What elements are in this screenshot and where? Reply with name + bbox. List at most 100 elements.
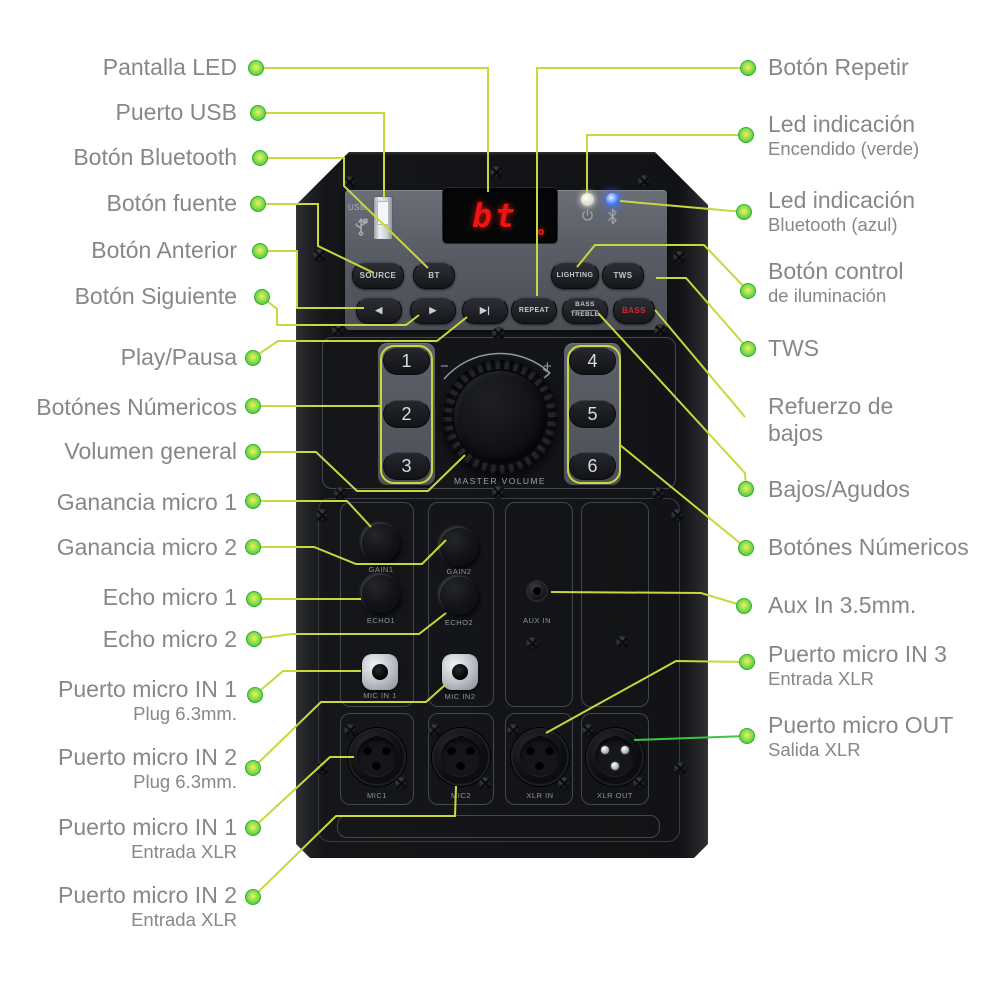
bass-treble-bottom-label: TREBLE <box>570 311 600 318</box>
xlr-pin-hole <box>545 746 554 755</box>
callout-dot <box>736 598 752 614</box>
xlr-pin-hole <box>382 746 391 755</box>
xlr-pin-hole <box>526 746 535 755</box>
xlr-in-socket <box>520 736 560 777</box>
callout-play-pausa: Play/Pausa <box>121 344 237 371</box>
callout-subtext: de iluminación <box>768 284 887 306</box>
callout-dot <box>247 687 263 703</box>
bt-button: BT <box>413 262 455 289</box>
mic-in-1-jack <box>362 654 398 690</box>
screw <box>316 762 329 775</box>
callout-subtext: Entrada XLR <box>131 840 237 862</box>
mic1-xlr-socket <box>357 736 397 777</box>
callout-dot <box>246 591 262 607</box>
xlr-out-socket <box>595 736 635 777</box>
mic-in-2-label: MIC IN2 <box>444 692 476 701</box>
callout-boton-bluetooth: Botón Bluetooth <box>73 144 237 171</box>
screw <box>332 324 345 337</box>
callout-dot <box>245 444 261 460</box>
callout-echo-micro-2: Echo micro 2 <box>103 626 237 653</box>
xlr-pin <box>611 762 619 770</box>
xlr-notch <box>458 736 464 741</box>
callout-subtext: Entrada XLR <box>131 908 237 930</box>
callout-echo-micro-1: Echo micro 1 <box>103 584 237 611</box>
screw <box>582 724 595 737</box>
bass-button: BASS <box>613 297 655 324</box>
screw <box>395 777 408 790</box>
callout-text: Pantalla LED <box>102 54 237 80</box>
previous-button: ◀ <box>356 297 402 324</box>
xlr-out-label: XLR OUT <box>596 791 633 800</box>
xlr-pin-hole <box>363 746 372 755</box>
volume-minus-sign: − <box>440 358 449 375</box>
mic2-xlr-socket <box>441 736 481 777</box>
screw <box>633 777 646 790</box>
callout-boton-repetir: Botón Repetir <box>768 54 909 81</box>
screw <box>343 176 356 189</box>
callout-boton-anterior: Botón Anterior <box>91 237 237 264</box>
volume-plus-sign: + <box>543 358 552 375</box>
callout-text: Puerto USB <box>115 99 237 125</box>
callout-text: Botón fuente <box>106 190 237 216</box>
callout-text: Puerto micro OUT <box>768 712 954 738</box>
callout-subtext: Bluetooth (azul) <box>768 213 898 235</box>
screw <box>526 637 539 650</box>
callout-subtext: Salida XLR <box>768 738 861 760</box>
screw <box>492 327 505 340</box>
usb-port-label: USB <box>348 203 366 212</box>
callout-dot <box>738 540 754 556</box>
xlr-notch <box>374 736 380 741</box>
bluetooth-icon <box>608 208 617 225</box>
callout-text: Led indicación <box>768 111 916 137</box>
callout-text: Bajos/Agudos <box>768 476 910 502</box>
screw <box>654 324 667 337</box>
callout-dot <box>740 60 756 76</box>
callout-subtext: bajos <box>768 419 823 446</box>
callout-subtext: Encendido (verde) <box>768 137 920 159</box>
callout-text: Botón Anterior <box>91 237 237 263</box>
callout-text: Ganancia micro 2 <box>56 534 237 560</box>
callout-tws: TWS <box>768 335 819 362</box>
callout-text: Botónes Númericos <box>36 394 237 420</box>
screw <box>428 724 441 737</box>
xlr-pin-hole <box>447 746 456 755</box>
bottom-trim-outline <box>337 815 660 838</box>
callout-dot <box>246 631 262 647</box>
callout-dot <box>245 760 261 776</box>
xlr-in-label: XLR IN <box>526 791 554 800</box>
mic2-label: MIC2 <box>451 791 471 800</box>
xlr-notch <box>612 736 618 741</box>
callout-boton-siguiente: Botón Siguiente <box>75 283 237 310</box>
number-button-1: 1 <box>383 347 430 375</box>
tws-button: TWS <box>602 262 644 289</box>
gain1-label: GAIN1 <box>368 565 394 574</box>
screw <box>344 724 357 737</box>
callout-dot <box>252 243 268 259</box>
callout-pantalla-led: Pantalla LED <box>103 54 237 81</box>
callout-text: Echo micro 2 <box>102 626 237 652</box>
display-dot <box>538 229 544 235</box>
callout-dot <box>736 204 752 220</box>
xlr-pin-hole <box>535 761 544 770</box>
xlr-pin-hole <box>466 746 475 755</box>
callout-dot <box>739 654 755 670</box>
callout-dot <box>245 539 261 555</box>
screw <box>638 175 651 188</box>
callout-ganancia-micro-2: Ganancia micro 2 <box>57 534 237 561</box>
next-button: ▶ <box>410 297 456 324</box>
callout-dot <box>252 150 268 166</box>
gain2-label: GAIN2 <box>446 567 472 576</box>
callout-dot <box>740 341 756 357</box>
mic-in-1-label: MIC IN 1 <box>363 691 397 700</box>
callout-dot <box>250 105 266 121</box>
callout-text: Aux In 3.5mm. <box>768 592 917 618</box>
callout-dot <box>740 283 756 299</box>
callout-volumen-general: Volumen general <box>64 438 237 465</box>
xlr-pin-hole <box>372 761 381 770</box>
aux-in-jack <box>526 580 548 602</box>
